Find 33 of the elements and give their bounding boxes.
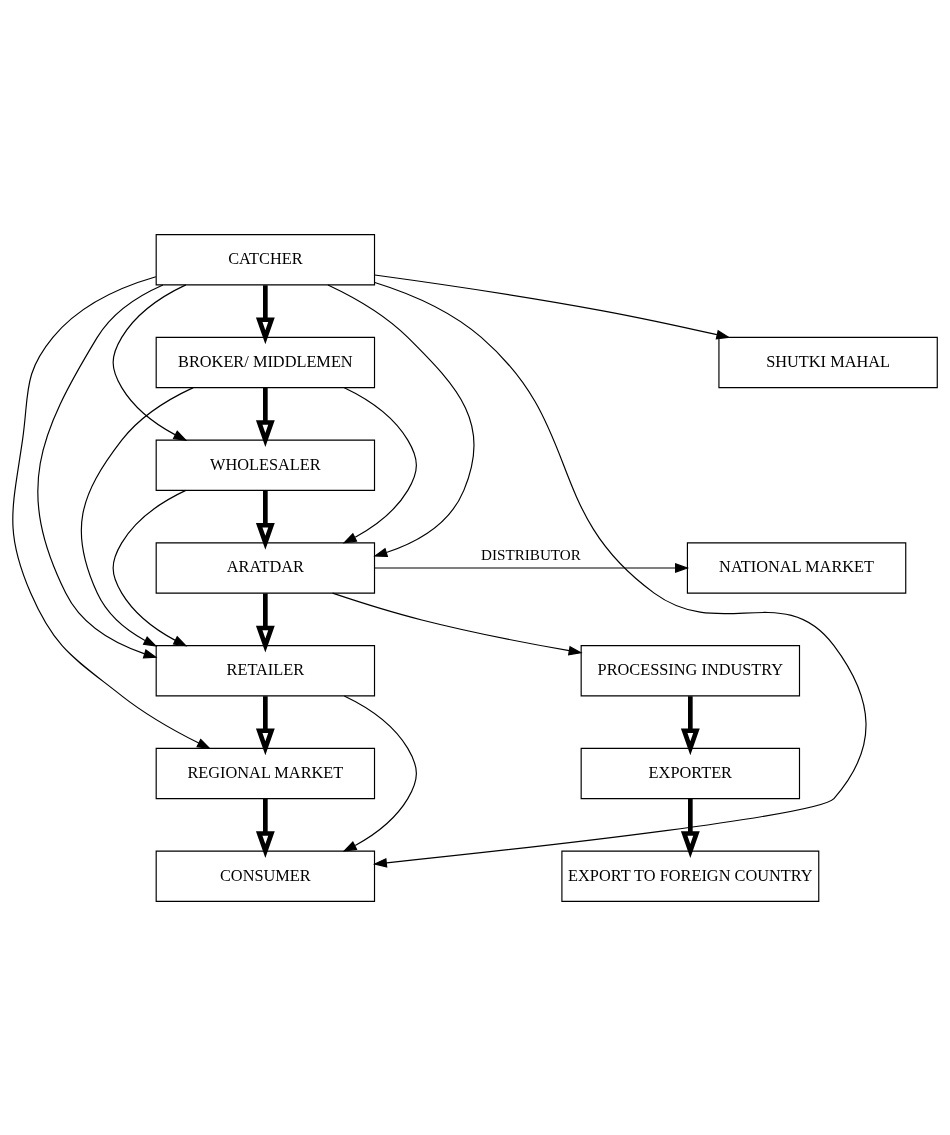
node-box: REGIONAL MARKET	[155, 747, 376, 799]
arrow	[112, 283, 188, 441]
arrow	[342, 386, 417, 544]
arrow	[374, 562, 690, 573]
node-box: SHUTKI MAHAL	[718, 336, 938, 388]
arrow	[372, 281, 867, 868]
node-box: CATCHER	[155, 233, 376, 285]
node-box: CONSUMER	[155, 850, 376, 902]
arrow	[255, 798, 275, 858]
node-box: EXPORT TO FOREIGN COUNTRY	[561, 850, 820, 902]
node-box: PROCESSING INDUSTRY	[580, 644, 801, 696]
node-box: WHOLESALER	[155, 439, 376, 491]
arrow	[255, 387, 275, 447]
arrow	[680, 798, 700, 858]
arrow	[342, 694, 417, 852]
edge-label: DISTRIBUTOR	[481, 545, 581, 563]
arrow	[255, 593, 275, 653]
arrow	[680, 695, 700, 755]
arrow	[112, 489, 188, 646]
arrow	[37, 283, 164, 658]
arrow	[255, 284, 275, 344]
arrow	[12, 275, 211, 749]
node-box: ARATDAR	[155, 541, 376, 594]
node-box: NATIONAL MARKET	[686, 541, 907, 594]
node-box: RETAILER	[155, 644, 376, 696]
arrow	[255, 695, 275, 755]
arrow	[327, 283, 475, 557]
node-box: EXPORTER	[580, 747, 801, 799]
arrow	[374, 273, 731, 339]
node-box: BROKER/ MIDDLEMEN	[155, 336, 376, 388]
arrow	[331, 592, 583, 655]
arrow	[80, 386, 194, 647]
arrow	[255, 490, 275, 550]
